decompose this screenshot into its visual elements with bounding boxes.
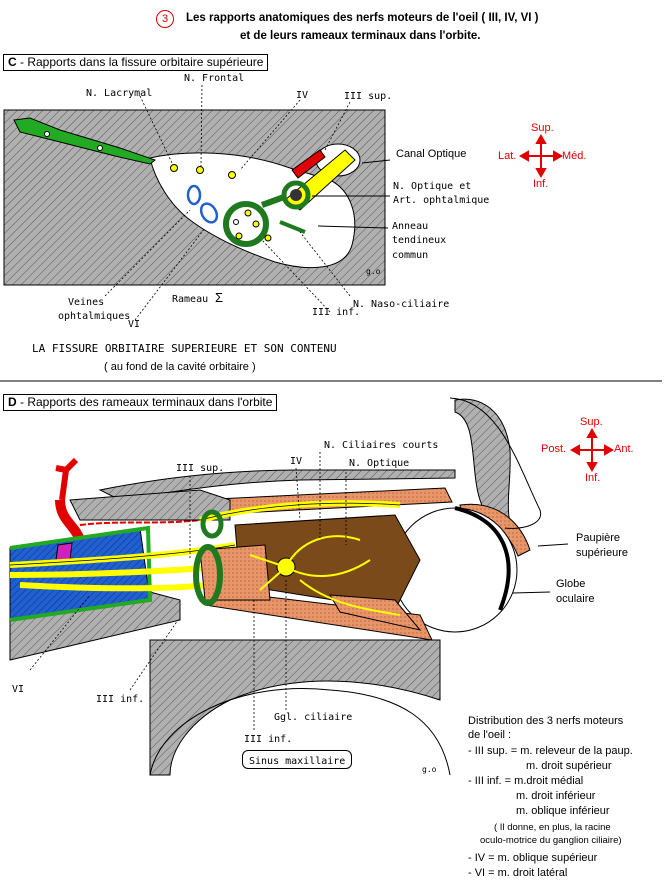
distribution-heading2: de l'oeil :	[468, 729, 512, 741]
compass-c	[518, 133, 564, 179]
nerve-dot	[228, 171, 236, 179]
label-veines2: ophtalmiques	[58, 311, 131, 322]
label-globe1: Globe	[556, 578, 586, 590]
ophthalmic-vein	[186, 184, 202, 206]
label-paupiere2: supérieure	[576, 547, 628, 559]
nerve-dot	[170, 164, 178, 172]
lacrymal-nerve	[13, 117, 157, 165]
ophthalmic-vein	[199, 202, 219, 224]
label-iv-d: IV	[290, 456, 303, 467]
compass-d-left: Post.	[541, 443, 567, 455]
section-c-title: - Rapports dans la fissure orbitaire sup…	[16, 55, 264, 69]
distribution-l8: - IV = m. oblique supérieur	[468, 852, 598, 864]
label-iii-sup-d: III sup.	[176, 463, 225, 474]
distribution-l9: - VI = m. droit latéral	[468, 867, 568, 879]
compass-d-bottom: Inf.	[585, 472, 601, 484]
label-frontal: N. Frontal	[184, 73, 245, 84]
label-anneau3: commun	[392, 250, 429, 261]
label-optique2: Art. ophtalmique	[393, 195, 490, 206]
section-d-letter: D	[8, 395, 17, 409]
label-anneau2: tendineux	[392, 235, 447, 246]
label-globe2: oculaire	[556, 593, 595, 605]
nerve-dot	[196, 166, 204, 174]
caption-line2: ( au fond de la cavité orbitaire )	[104, 361, 256, 373]
label-anneau1: Anneau	[392, 221, 429, 232]
compass-c-top: Sup.	[531, 122, 554, 134]
section-d-title: - Rapports des rameaux terminaux dans l'…	[16, 395, 273, 409]
label-sinus: Sinus maxillaire	[249, 756, 346, 767]
distribution-l2: m. droit supérieur	[526, 760, 612, 772]
section-c-box: C - Rapports dans la fissure orbitaire s…	[3, 54, 269, 71]
label-veines1: Veines	[68, 297, 105, 308]
label-iii-inf-c: III inf.	[312, 307, 361, 318]
section-number: 3	[161, 13, 169, 25]
label-iii-inf-d-bottom: III inf.	[244, 734, 293, 745]
label-sinus-box: Sinus maxillaire	[242, 750, 353, 769]
label-paupiere1: Paupière	[576, 532, 621, 544]
distribution-l6: ( Il donne, en plus, la racine	[494, 822, 611, 833]
label-iii-inf-d-left: III inf.	[96, 694, 145, 705]
signature-c: g.o	[366, 267, 381, 276]
orbit-bone	[9, 398, 527, 776]
tendinous-ring	[223, 201, 269, 247]
tendinous-ring-d	[193, 544, 223, 606]
label-lacrymal: N. Lacrymal	[86, 88, 153, 99]
distribution-l5: m. oblique inférieur	[516, 805, 610, 817]
label-ciliaires: N. Ciliaires courts	[324, 440, 439, 451]
compass-c-bottom: Inf.	[533, 178, 549, 190]
label-iv-c: IV	[296, 90, 309, 101]
label-rameau: Rameau	[172, 294, 209, 305]
signature-d: g.o	[422, 765, 437, 774]
label-naso: N. Naso-ciliaire	[353, 299, 450, 310]
page-title-line2: et de leurs rameaux terminaux dans l'orb…	[240, 30, 481, 42]
distribution-l4: m. droit inférieur	[516, 790, 596, 802]
section-d-box: D - Rapports des rameaux terminaux dans …	[3, 394, 278, 411]
distribution-l1: - III sup. = m. releveur de la paup.	[468, 745, 633, 757]
label-canal-optique: Canal Optique	[396, 148, 467, 160]
label-optique1: N. Optique et	[393, 181, 472, 192]
compass-d-right: Ant.	[614, 443, 634, 455]
compass-d	[569, 427, 615, 473]
label-sigma: Σ	[215, 290, 224, 305]
section-number-badge: 3	[156, 10, 174, 28]
distribution-l3: - III inf. = m.droit médial	[468, 775, 584, 787]
compass-d-top: Sup.	[580, 416, 603, 428]
distribution-l7: oculo-motrice du ganglion ciliaire)	[480, 835, 622, 846]
label-vi-c: VI	[128, 319, 141, 330]
distribution-heading1: Distribution des 3 nerfs moteurs	[468, 715, 624, 727]
caption-line1: LA FISSURE ORBITAIRE SUPERIEURE ET SON C…	[32, 342, 337, 355]
label-optique-d: N. Optique	[349, 458, 410, 469]
label-iii-sup-c: III sup.	[344, 91, 393, 102]
page-title-line1: Les rapports anatomiques des nerfs moteu…	[186, 12, 539, 24]
label-vi-d: VI	[12, 684, 25, 695]
compass-c-left: Lat.	[498, 150, 517, 162]
compass-c-right: Méd.	[562, 150, 587, 162]
label-ggl: Ggl. ciliaire	[274, 712, 353, 723]
section-c-letter: C	[8, 55, 17, 69]
